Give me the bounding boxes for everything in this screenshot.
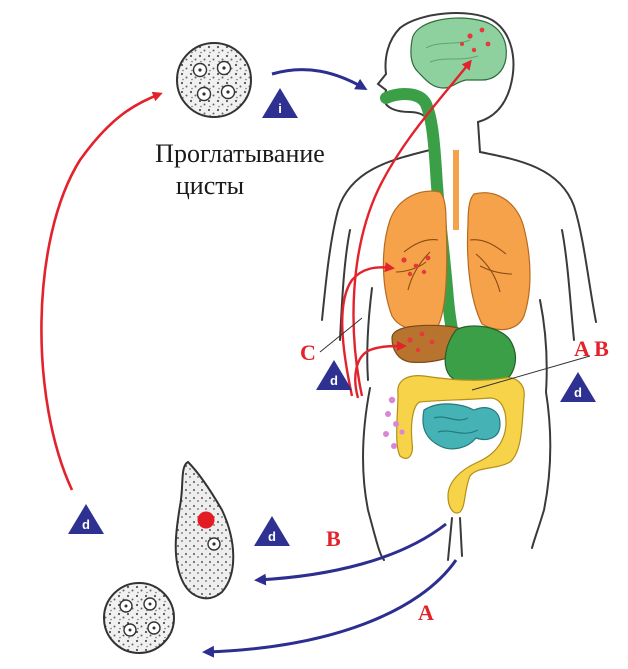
ingested-red-cell	[198, 512, 215, 529]
excreted-cyst	[104, 583, 174, 653]
route-label-ab: A B	[574, 336, 609, 361]
route-label-c: C	[300, 340, 316, 365]
caption-line-1: Проглатывание	[155, 139, 325, 168]
caption-line-2: цисты	[176, 171, 244, 200]
route-label-a: A	[418, 600, 434, 625]
diagnostic-stage-badge-ab: d	[560, 372, 596, 402]
svg-text:d: d	[330, 373, 338, 388]
svg-text:d: d	[268, 529, 276, 544]
excretion-arrow-b	[258, 524, 446, 580]
route-label-b: B	[326, 526, 341, 551]
infective-stage-badge: i	[262, 88, 298, 118]
trophozoite	[176, 462, 234, 598]
svg-text:d: d	[574, 385, 582, 400]
diagnostic-stage-badge-left: d	[68, 504, 104, 534]
svg-text:d: d	[82, 517, 90, 532]
ingestion-arrow	[272, 70, 364, 88]
ingestion-cycle-arrow	[41, 94, 160, 490]
ingested-cyst	[177, 43, 251, 117]
svg-text:i: i	[278, 101, 282, 116]
diagnostic-stage-badge-trophozoite: d	[254, 516, 290, 546]
small-intestine	[423, 404, 500, 449]
